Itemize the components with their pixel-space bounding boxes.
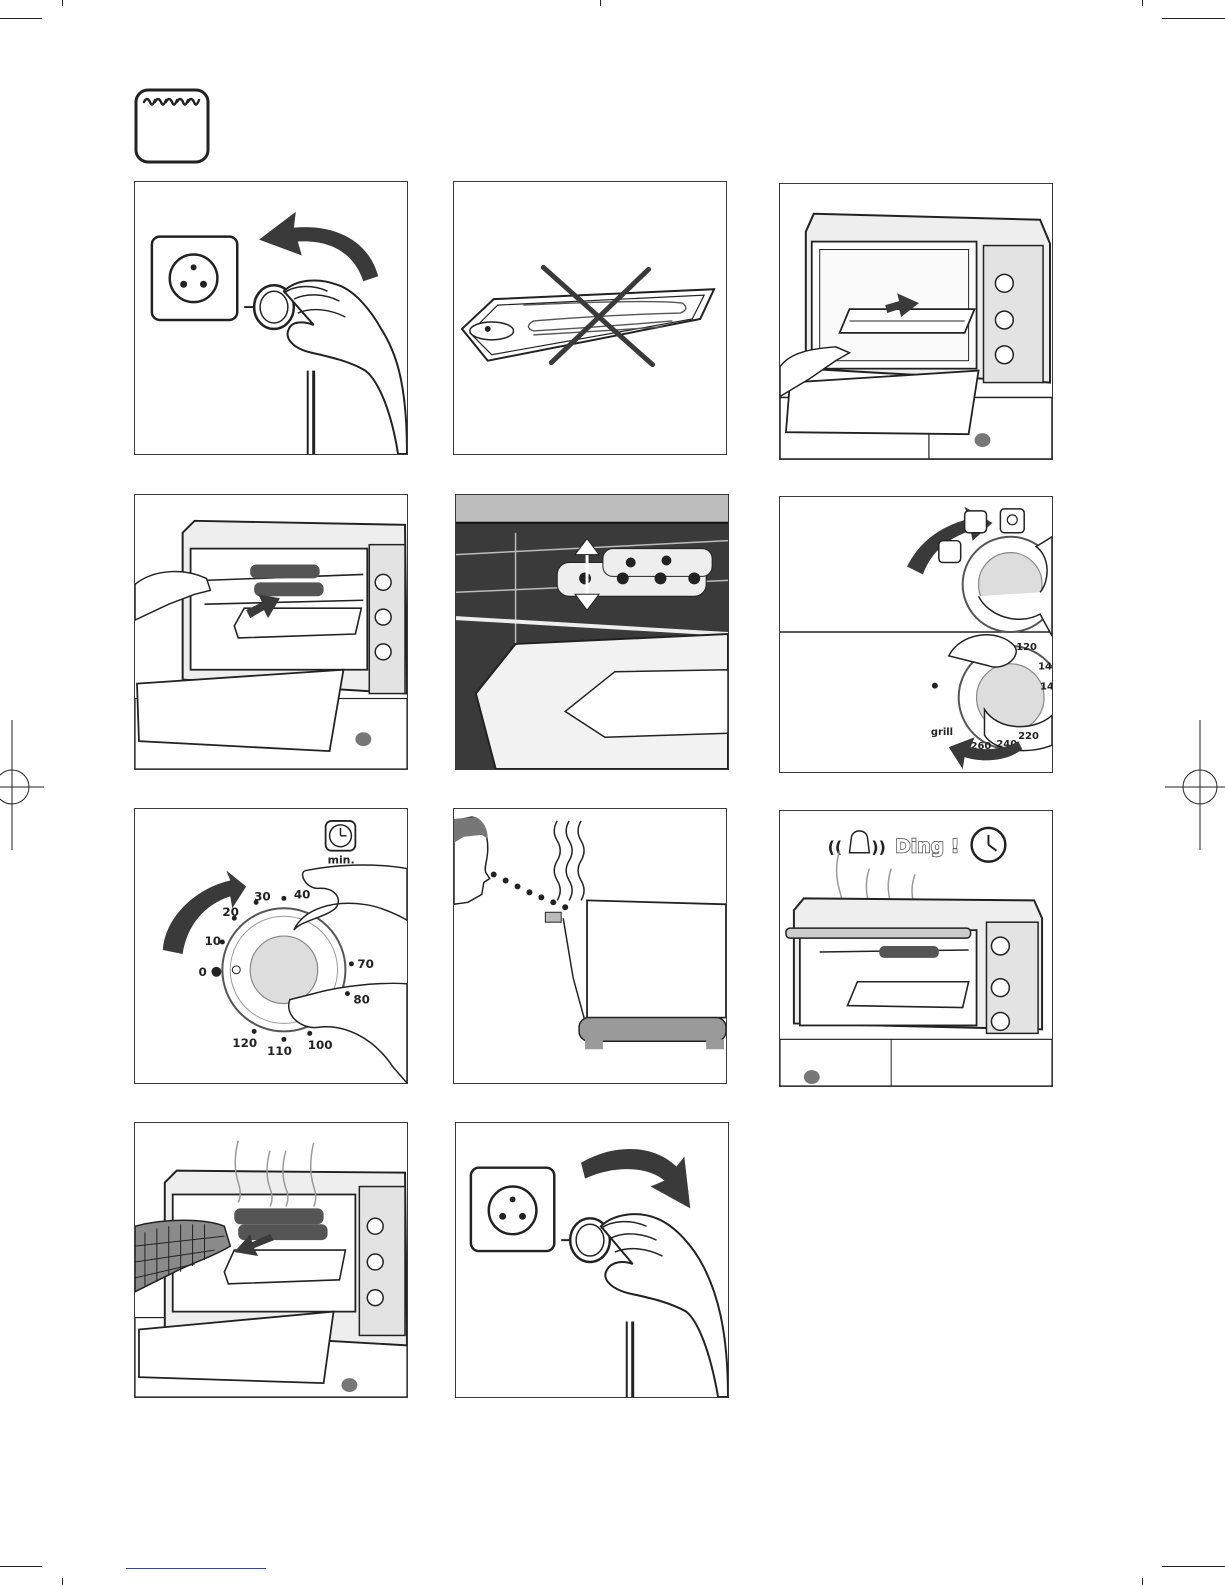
grill-mode-icon — [965, 511, 987, 533]
wall-socket-icon — [152, 237, 237, 320]
timer-label: 120 — [232, 1036, 257, 1050]
panel-insert-tray — [779, 183, 1053, 460]
clock-icon — [972, 828, 1006, 862]
crop-mark — [62, 0, 63, 6]
crop-mark — [62, 1578, 63, 1585]
registration-mark-right — [1165, 720, 1225, 850]
panel-skewer-height — [455, 494, 729, 770]
timer-label: 110 — [267, 1044, 292, 1058]
crop-mark — [1142, 0, 1143, 6]
svg-text:)): )) — [871, 838, 886, 857]
crop-mark — [600, 0, 601, 6]
registration-mark-left — [0, 720, 50, 850]
crop-mark — [1162, 1566, 1225, 1567]
timer-label: 20 — [222, 905, 239, 919]
wall-socket-icon — [471, 1168, 554, 1251]
panel-no-crumb-tray — [453, 181, 727, 455]
panel-set-timer: min. 0 10 20 30 40 70 80 100 110 120 — [134, 808, 408, 1084]
crop-mark — [1142, 1578, 1143, 1585]
crop-mark — [0, 18, 42, 19]
panel-insert-skewers — [134, 494, 408, 770]
temp-label: 220 — [1018, 731, 1039, 742]
timer-label: 40 — [294, 887, 311, 901]
grill-mode-icon — [134, 88, 210, 164]
clock-icon — [326, 821, 356, 851]
arrow-counterclockwise-icon — [259, 212, 378, 281]
timer-label: 70 — [357, 957, 374, 971]
steam-icon — [554, 821, 584, 900]
timer-label: 80 — [353, 993, 370, 1007]
temp-label: 120 — [1016, 642, 1037, 653]
bell-icon: (( )) — [828, 831, 886, 857]
temp-label: 14 — [1040, 682, 1052, 693]
panel-end-cooking: (( )) Ding ! — [779, 810, 1053, 1087]
panel-unplug — [455, 1122, 729, 1398]
temp-label: grill — [931, 727, 953, 738]
timer-label: 30 — [254, 889, 271, 903]
crop-mark — [1162, 18, 1225, 19]
timer-label: 10 — [204, 934, 221, 948]
panel-remove-food — [134, 1122, 408, 1398]
light-icon — [1000, 509, 1024, 533]
panel-plug-in — [134, 181, 408, 455]
temp-label: 14 — [1038, 662, 1052, 673]
panel-steam-warning — [453, 808, 727, 1084]
timer-label: 100 — [308, 1038, 333, 1052]
svg-text:((: (( — [828, 838, 843, 857]
crop-mark — [0, 1566, 42, 1567]
footer-underline — [126, 1568, 266, 1569]
panel-set-temperature: 120 14 14 grill 260 240 220 — [779, 496, 1053, 773]
timer-label: 0 — [199, 965, 207, 979]
grill-mode-icon — [939, 541, 961, 563]
ding-text: Ding ! — [895, 836, 959, 858]
arrow-clockwise-icon — [581, 1149, 690, 1208]
